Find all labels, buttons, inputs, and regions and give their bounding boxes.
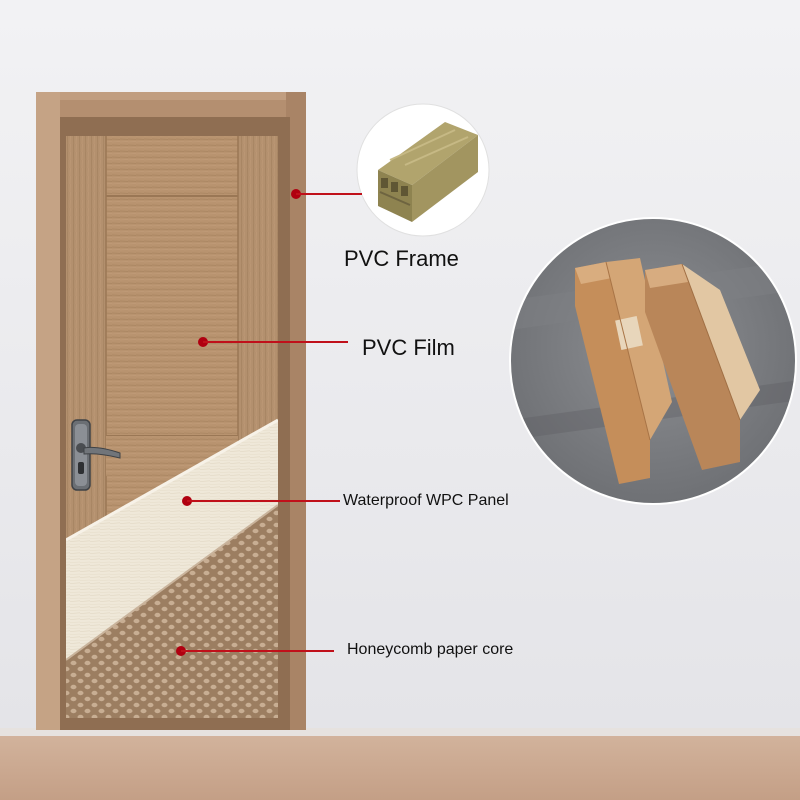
pvc-film-label: PVC Film: [362, 335, 455, 360]
callout-core: [176, 646, 334, 656]
callout-panel: [182, 496, 340, 506]
door-leaf: [66, 136, 278, 718]
floor: [0, 735, 800, 800]
wpc-panel-samples-image: [509, 217, 797, 505]
pvc-frame-label: PVC Frame: [344, 246, 459, 271]
honeycomb-core-layer: [66, 505, 278, 718]
callout-film: [198, 337, 348, 347]
callout-frame: [291, 189, 362, 199]
door-handle-icon: [71, 419, 121, 491]
honeycomb-core-label: Honeycomb paper core: [347, 641, 514, 658]
wpc-panel-label: Waterproof WPC Panel: [343, 492, 509, 509]
pvc-frame-profile-image: [356, 103, 490, 237]
